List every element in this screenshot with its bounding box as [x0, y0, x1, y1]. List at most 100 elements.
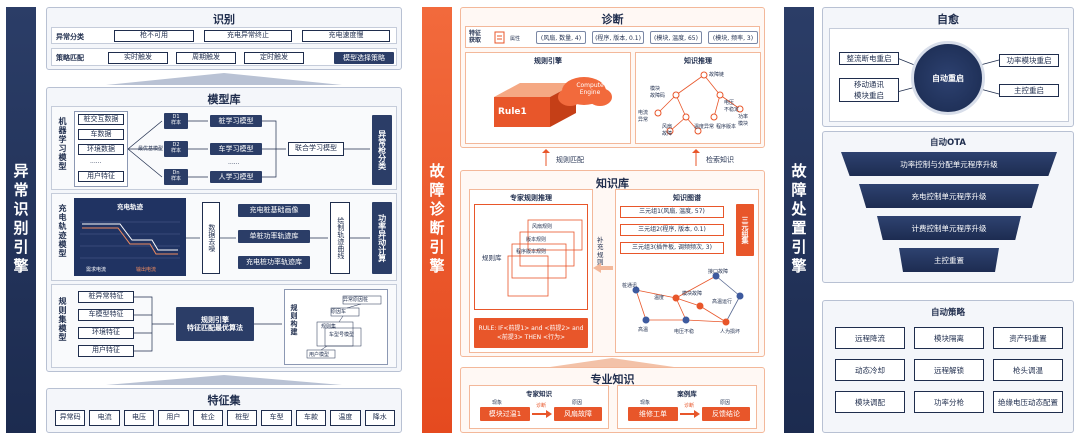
- strategy-item[interactable]: 绝缘电压动态配置: [993, 391, 1063, 413]
- diagnosis-arrows: [542, 149, 700, 166]
- trigger-item[interactable]: 周期触发: [176, 52, 236, 64]
- strategy-item[interactable]: 模块隔离: [914, 327, 984, 349]
- knowledge-graph-title: 知识图谱: [673, 194, 701, 202]
- auto-restart-circle[interactable]: 自动重启: [911, 41, 985, 115]
- professional-knowledge-panel: 专业知识 专家知识 现象 原因 模块过温1 诊断 风扇故障 案例库 现象 原因 …: [460, 367, 765, 433]
- feature-item[interactable]: 异常码: [55, 410, 86, 426]
- strategy-item[interactable]: 远程降流: [835, 327, 905, 349]
- trigger-item[interactable]: 定时触发: [244, 52, 304, 64]
- triple: 三元组2(程序, 版本, 0.1): [620, 224, 724, 236]
- track-section: 充电轨迹模型 充电轨迹 需求电流 输出电流 数据去噪 充电桩基础画像 单桩功率轨…: [51, 193, 397, 281]
- feature-acquire-row: 特征获取 属性 (风扇, 数量, 4) (程序, 版本, 0.1) (模块, 温…: [465, 26, 760, 48]
- abnormal-gun-classify: 异常枪分类: [372, 115, 392, 185]
- feature-item[interactable]: 车款: [295, 410, 327, 426]
- feature-item[interactable]: 桩企: [192, 410, 223, 426]
- rule1-label: Rule1: [498, 107, 527, 117]
- feature-item[interactable]: 用户: [158, 410, 189, 426]
- ota-level[interactable]: 计费控制单元程序升级: [877, 216, 1021, 240]
- rule-section: 规则集模型 桩异常特征 车模型特征 环境特征 用户特征 规则引擎 特征匹配最优算…: [51, 284, 397, 368]
- flow-arrow-up-icon: [106, 375, 342, 385]
- track-lib-item: 充电桩基础画像: [238, 204, 310, 217]
- feature-chip[interactable]: (程序, 版本, 0.1): [592, 31, 644, 44]
- feature-item[interactable]: 降水: [364, 410, 395, 426]
- feature-chip[interactable]: (模块, 温度, 65): [650, 31, 702, 44]
- restart-option[interactable]: 整流断电重启: [839, 52, 899, 65]
- federated-model: 联合学习模型: [288, 142, 344, 156]
- strategy-item[interactable]: 枪头调温: [993, 359, 1063, 381]
- rule-tree-label: 规则构建: [290, 304, 298, 336]
- strategy-item[interactable]: 资产码重置: [993, 327, 1063, 349]
- anomaly-class-item[interactable]: 枪不可用: [114, 30, 194, 42]
- strategy-grid: 远程降流模块隔离资产码重置动态冷却远程解锁枪头调温模块调配功率分枪绝缘电压动态配…: [835, 323, 1063, 427]
- rule-tree-diagram: [306, 295, 382, 359]
- rule-engine-title: 规则引擎: [534, 57, 562, 65]
- feature-chip[interactable]: (风扇, 数量, 4): [536, 31, 586, 44]
- triple: 三元组3(插件板, 调频频次, 3): [620, 242, 724, 254]
- case-library-title: 案例库: [677, 390, 697, 398]
- rule-engine-box: 规则引擎 特征匹配最优算法: [176, 307, 254, 341]
- ml-model: 车学习模型: [210, 143, 262, 155]
- restart-option[interactable]: 移动通讯 模块重启: [839, 78, 899, 102]
- flow-tag: 原因: [720, 400, 731, 406]
- kr-node-label: 温度异常: [694, 124, 715, 130]
- strategy-item[interactable]: 功率分枪: [914, 391, 984, 413]
- flow-tag: 现象: [640, 400, 651, 406]
- feature-item[interactable]: 温度: [330, 410, 361, 426]
- feature-set-panel: 特征集 异常码电流电压用户桩企桩型车型车款温度降水: [46, 388, 402, 433]
- diagnosis-panel: 诊断 特征获取 属性 (风扇, 数量, 4) (程序, 版本, 0.1) (模块…: [460, 7, 765, 148]
- feature-item[interactable]: 电流: [89, 410, 120, 426]
- graph-node-label: 人为损坏: [720, 329, 741, 335]
- data-denoise: 数据去噪: [202, 202, 220, 274]
- rule-tree-node: 规则集: [321, 324, 337, 330]
- rule-feature: 车模型特征: [78, 309, 134, 321]
- feature-chip[interactable]: (模块, 频率, 3): [708, 31, 758, 44]
- trigger-item[interactable]: 实时触发: [108, 52, 168, 64]
- knowledge-graph-network: [632, 272, 744, 326]
- rule-feature: 环境特征: [78, 327, 134, 339]
- ota-level[interactable]: 功率控制与分配单元程序升级: [841, 152, 1057, 176]
- feature-item[interactable]: 车型: [261, 410, 292, 426]
- strategy-item[interactable]: 远程解锁: [914, 359, 984, 381]
- triple: 三元组1(风扇, 温度, 57): [620, 206, 724, 218]
- rule-lib-label: 规则库: [482, 254, 502, 262]
- rule-engine-illustration: [494, 77, 612, 127]
- ml-section: 机器学习模型 桩交互数据 车数据 环境数据 ...... 用户特征 最优基模型 …: [51, 106, 397, 190]
- rule-tree-node: 车型号模型: [329, 332, 355, 338]
- restart-option[interactable]: 主控重启: [999, 84, 1059, 97]
- feature-item[interactable]: 桩型: [227, 410, 258, 426]
- expert-symptom: 模块过温1: [480, 407, 530, 421]
- restart-option[interactable]: 功率模块重启: [999, 54, 1059, 67]
- flow-arrow-up-icon: [106, 73, 342, 85]
- graph-node-label: 高温: [638, 327, 649, 333]
- rule-tree-node: 用户模型: [309, 352, 330, 358]
- strategy-item[interactable]: 模块调配: [835, 391, 905, 413]
- anomaly-class-item[interactable]: 充电速度慢: [302, 30, 390, 42]
- auto-strategy-panel: 自动策略 远程降流模块隔离资产码重置动态冷却远程解锁枪头调温模块调配功率分枪绝缘…: [822, 300, 1074, 433]
- middle-engine-strip: 故障诊断引擎: [422, 7, 452, 433]
- diagnose-tag: 诊断: [536, 403, 547, 409]
- strategy-item[interactable]: 动态冷却: [835, 359, 905, 381]
- model-library-title: 模型库: [207, 93, 241, 106]
- feature-item[interactable]: 电压: [123, 410, 155, 426]
- ota-level[interactable]: 主控重置: [899, 248, 999, 272]
- graph-node-label: 接口故障: [708, 269, 729, 275]
- kr-node-label: 风扇 故障: [662, 124, 673, 137]
- ml-model-ellipsis: ......: [228, 159, 240, 166]
- knowledge-base-panel: 知识库 专家规则推理 风扇规则 版本规则 程序版本规则 规则库 RULE: IF…: [460, 170, 765, 357]
- rule-layer-label: 程序版本规则: [516, 249, 547, 255]
- track-legend-output: 输出电流: [136, 267, 157, 273]
- expert-knowledge-title: 专家知识: [526, 390, 552, 398]
- model-select-strategy-button[interactable]: 模型选择策略: [334, 52, 394, 64]
- strategy-match-row: 策略匹配 实时触发 周期触发 定时触发 模型选择策略: [51, 48, 397, 66]
- anomaly-class-item[interactable]: 充电异常终止: [204, 30, 292, 42]
- case-conclusion: 反馈结论: [702, 407, 750, 421]
- rule-feature: 桩异常特征: [78, 291, 134, 303]
- ml-input: 环境数据: [78, 144, 124, 155]
- ml-input: 桩交互数据: [78, 114, 124, 125]
- knowledge-inference-panel: 知识推理 故障链 模块 故障码 电压 不稳定 电流 异常 风扇 故障 功率 模块…: [635, 52, 761, 144]
- rule-tree-node: 异常原因桩: [343, 297, 369, 303]
- model-library-panel: 模型库 机器学习模型 桩交互数据 车数据 环境数据 ...... 用户特征 最优…: [46, 87, 402, 372]
- arrow-right-icon: [680, 410, 700, 418]
- ota-level[interactable]: 充电控制单元程序升级: [859, 184, 1039, 208]
- track-legend-demand: 需求电流: [86, 267, 107, 273]
